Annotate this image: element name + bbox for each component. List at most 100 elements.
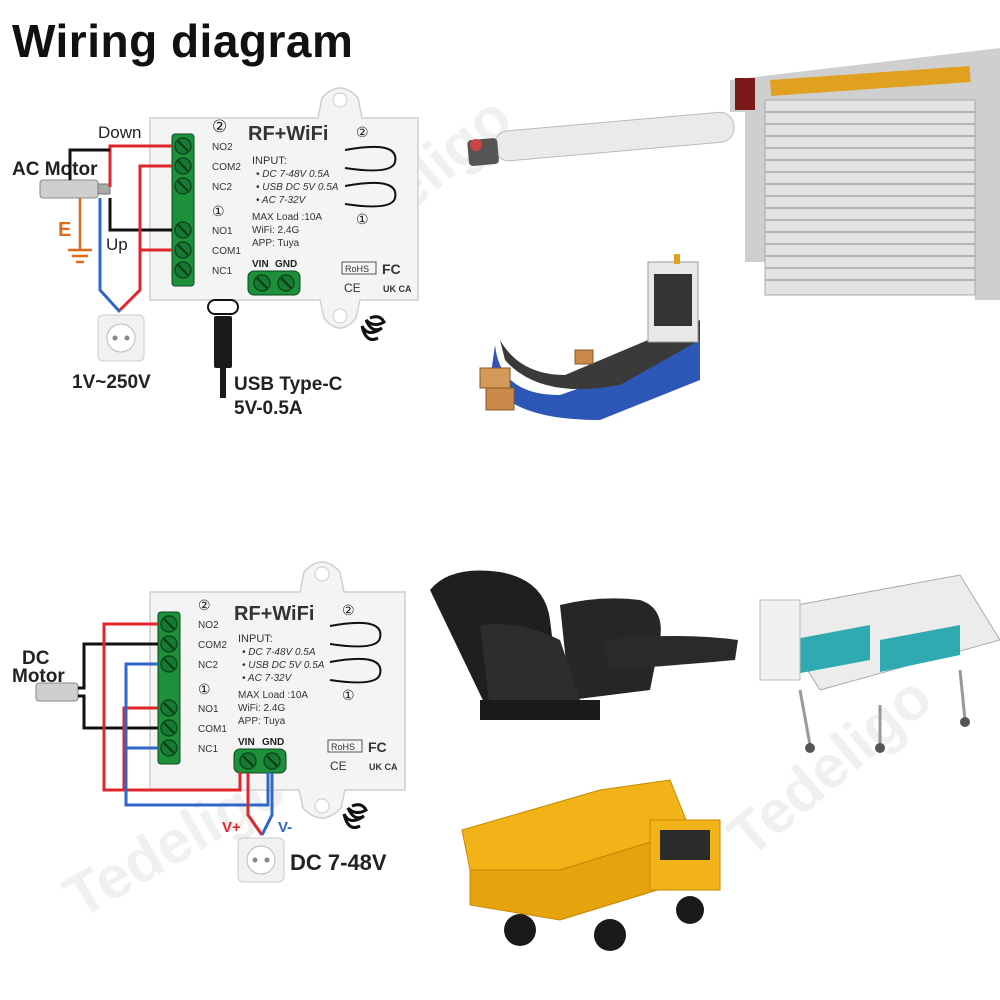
fc-label: FC — [368, 739, 387, 755]
input-line-1: • DC 7-48V 0.5A — [242, 647, 316, 658]
fc-label: FC — [382, 261, 401, 277]
input-header: INPUT: — [252, 155, 287, 167]
hospital-bed-image — [759, 574, 1000, 753]
wire-vminus — [260, 773, 274, 836]
earth-label: E — [58, 219, 71, 241]
spec-wifi: WiFi: 2.4G — [238, 703, 285, 714]
watermark-3: Tedeligo — [715, 663, 944, 870]
wire-black-down — [68, 148, 110, 180]
ce-label: CE — [330, 759, 347, 773]
dc-motor-label-line-1: DC — [22, 648, 50, 669]
usb-c-cable — [220, 368, 226, 398]
button-2-mark: ② — [356, 124, 369, 140]
relay-module-body — [149, 561, 406, 819]
wire-vplus — [246, 773, 264, 836]
box-icon — [479, 367, 511, 389]
rohs-badge — [327, 739, 363, 753]
dump-truck-image — [461, 779, 721, 951]
tubular-motor-image — [467, 111, 735, 166]
wire-black-up — [108, 198, 172, 232]
ac-motor-icon — [39, 179, 99, 199]
button-1-mark: ① — [342, 687, 355, 703]
box-icon — [574, 349, 594, 365]
button-1-icon — [344, 181, 397, 208]
terminal-no2: NO2 — [198, 620, 219, 631]
ukca-label: UK CA — [383, 284, 412, 294]
terminal-com2: COM2 — [198, 640, 227, 651]
button-1-mark: ① — [356, 211, 369, 227]
up-label: Up — [106, 235, 128, 254]
ce-label: CE — [344, 281, 361, 295]
dc-wiring-section: ② NO2 COM2 NC2 ① NO1 COM1 NC1 RF+WiFi IN… — [12, 561, 406, 883]
terminal-nc2: NC2 — [212, 182, 232, 193]
button-2-mark: ② — [342, 602, 355, 618]
recliner-chair-image — [430, 570, 738, 720]
input-header: INPUT: — [238, 633, 273, 645]
antenna-icon — [360, 315, 386, 341]
gnd-label: GND — [275, 259, 297, 270]
wire-red-com — [138, 164, 172, 252]
channel-2-mark: ② — [198, 597, 211, 613]
terminal-no1: NO1 — [198, 704, 219, 715]
input-line-2: • USB DC 5V 0.5A — [256, 182, 339, 193]
terminal-no2: NO2 — [212, 142, 233, 153]
channel-1-mark: ① — [212, 203, 225, 219]
spec-wifi: WiFi: 2.4G — [252, 225, 299, 236]
wire-red-down — [108, 144, 172, 187]
rohs-label: RoHS — [331, 742, 355, 752]
terminal-nc1: NC1 — [212, 266, 232, 277]
antenna-icon — [342, 803, 368, 829]
ac-motor-label: AC Motor — [12, 159, 98, 180]
device-name: RF+WiFi — [234, 603, 314, 625]
mount-hole-icon — [314, 566, 330, 582]
vminus-label: V- — [278, 819, 292, 836]
wire-red-no2 — [102, 622, 242, 792]
button-2-icon — [344, 145, 397, 172]
usb-label: USB Type-C — [234, 374, 343, 395]
page-title: Wiring diagram — [12, 15, 354, 67]
ukca-label: UK CA — [369, 762, 398, 772]
wire-black-top — [78, 642, 158, 690]
spec-app: APP: Tuya — [252, 238, 300, 249]
rohs-badge — [341, 261, 377, 275]
terminal-nc2: NC2 — [198, 660, 218, 671]
wire-black-bottom — [78, 694, 158, 730]
ac-supply-label: 1V~250V — [72, 372, 151, 393]
input-line-3: • AC 7-32V — [242, 673, 293, 684]
terminal-com1: COM1 — [198, 724, 227, 735]
mount-hole-icon — [332, 308, 348, 324]
wire-red-no1 — [122, 706, 158, 790]
vplus-label: V+ — [222, 819, 241, 836]
terminal-nc1: NC1 — [198, 744, 218, 755]
wire-blue-nc2 — [124, 662, 270, 807]
channel-2-mark: ② — [212, 117, 227, 136]
usb-spec-label: 5V-0.5A — [234, 398, 303, 419]
down-label: Down — [98, 123, 141, 142]
gnd-label: GND — [262, 737, 284, 748]
wire-red-supply — [118, 250, 142, 312]
terminal-no1: NO1 — [212, 226, 233, 237]
terminal-com2: COM2 — [212, 162, 241, 173]
dc-motor-icon — [35, 682, 79, 702]
device-name: RF+WiFi — [248, 123, 328, 145]
mount-hole-icon — [332, 92, 348, 108]
wire-blue-supply — [98, 198, 122, 314]
vin-label: VIN — [238, 737, 255, 748]
mount-hole-icon — [314, 798, 330, 814]
spec-app: APP: Tuya — [238, 716, 286, 727]
ac-wiring-section: ② NO2 COM2 NC2 ① NO1 COM1 NC1 RF+WiFi IN… — [12, 87, 419, 419]
usb-c-icon — [207, 299, 239, 315]
spec-max-load: MAX Load :10A — [238, 690, 308, 701]
vin-label: VIN — [252, 259, 269, 270]
dc-supply-label: DC 7-48V — [290, 850, 387, 875]
rohs-label: RoHS — [345, 264, 369, 274]
input-line-1: • DC 7-48V 0.5A — [256, 169, 330, 180]
conveyor-belt-image — [479, 254, 700, 420]
input-line-3: • AC 7-32V — [256, 195, 307, 206]
input-line-2: • USB DC 5V 0.5A — [242, 660, 325, 671]
dc-motor-label-line-2: Motor — [12, 666, 65, 687]
rolling-shutter-image — [730, 48, 1000, 300]
terminal-com1: COM1 — [212, 246, 241, 257]
usb-c-plug — [214, 316, 232, 368]
